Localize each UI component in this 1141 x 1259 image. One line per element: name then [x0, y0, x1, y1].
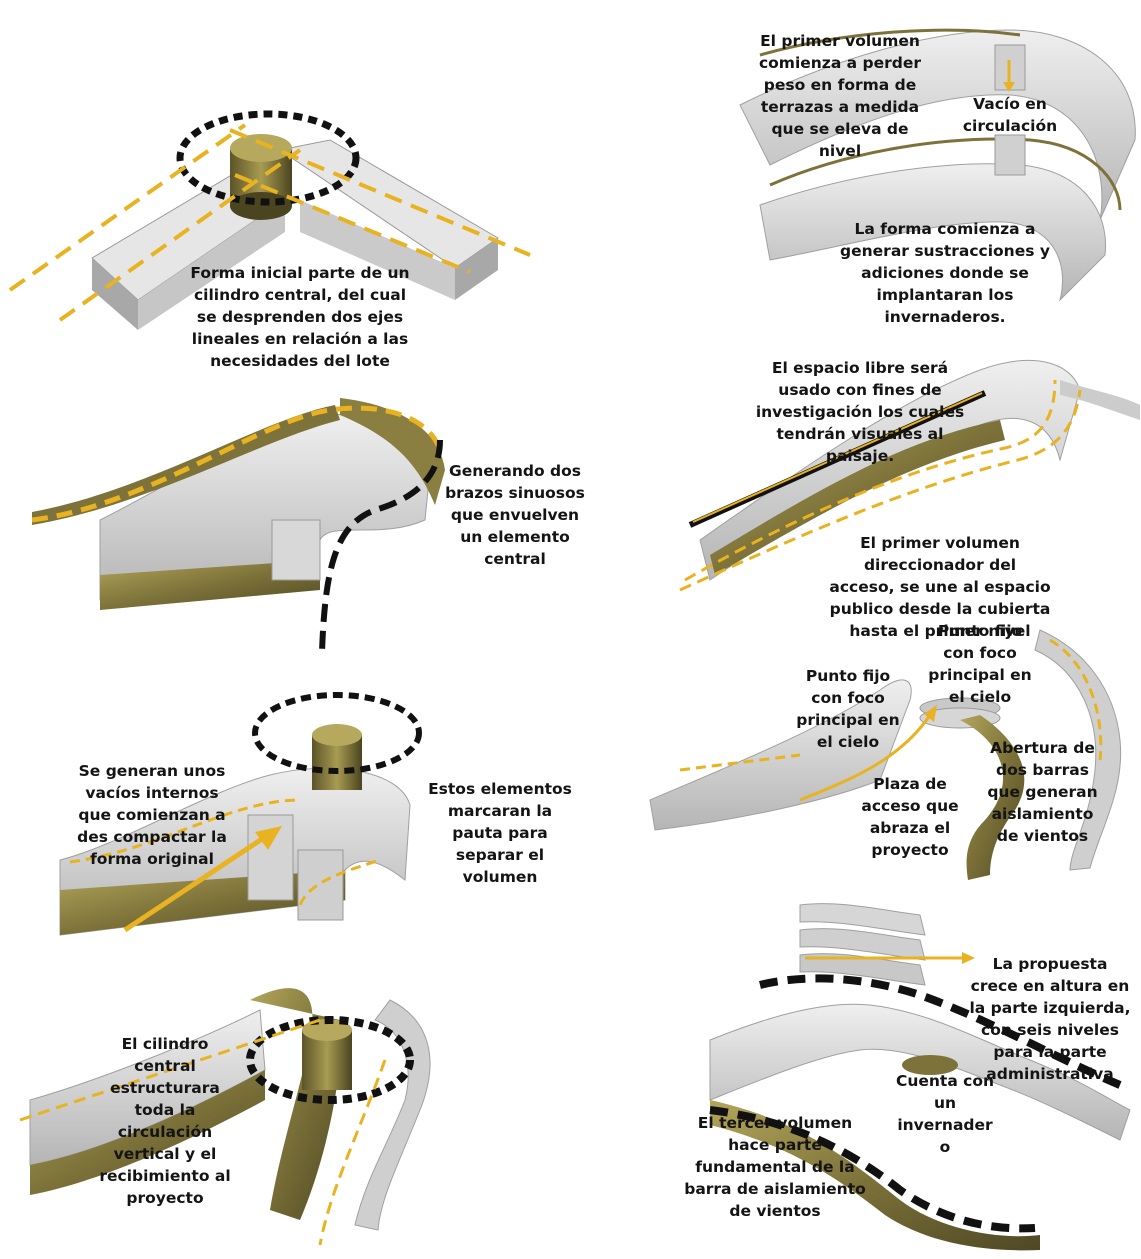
caption-step5-c: La forma comienza a generar sustraccione…: [820, 218, 1070, 328]
step2-massing: [32, 398, 445, 652]
caption-step3-left: Se generan unos vacíos internos que comi…: [62, 760, 242, 870]
caption-step1: Forma inicial parte de un cilindro centr…: [150, 262, 450, 372]
caption-step7-fijo-left: Punto fijo con foco principal en el ciel…: [783, 665, 913, 753]
caption-step8-b: Cuenta con un invernader o: [890, 1070, 1000, 1158]
caption-step8-c: El tercer volumen hace parte fundamental…: [675, 1112, 875, 1222]
caption-step5-b: Vacío en circulación: [950, 93, 1070, 137]
caption-step6: El espacio libre será usado con fines de…: [745, 357, 975, 467]
caption-step5-a: El primer volumen comienza a perder peso…: [740, 30, 940, 162]
caption-step4: El cilindro central estructurara toda la…: [80, 1033, 250, 1209]
caption-step8-a: La propuesta crece en altura en la parte…: [960, 953, 1140, 1085]
caption-step3-right: Estos elementos marcaran la pauta para s…: [415, 778, 585, 888]
caption-step7-plaza: Plaza de acceso que abraza el proyecto: [845, 773, 975, 861]
caption-step2: Generando dos brazos sinuosos que envuel…: [440, 460, 590, 570]
caption-step7-abertura: Abertura de dos barras que generan aisla…: [975, 737, 1110, 847]
caption-step7-fijo-right: Punto fijo con foco principal en el ciel…: [915, 620, 1045, 708]
